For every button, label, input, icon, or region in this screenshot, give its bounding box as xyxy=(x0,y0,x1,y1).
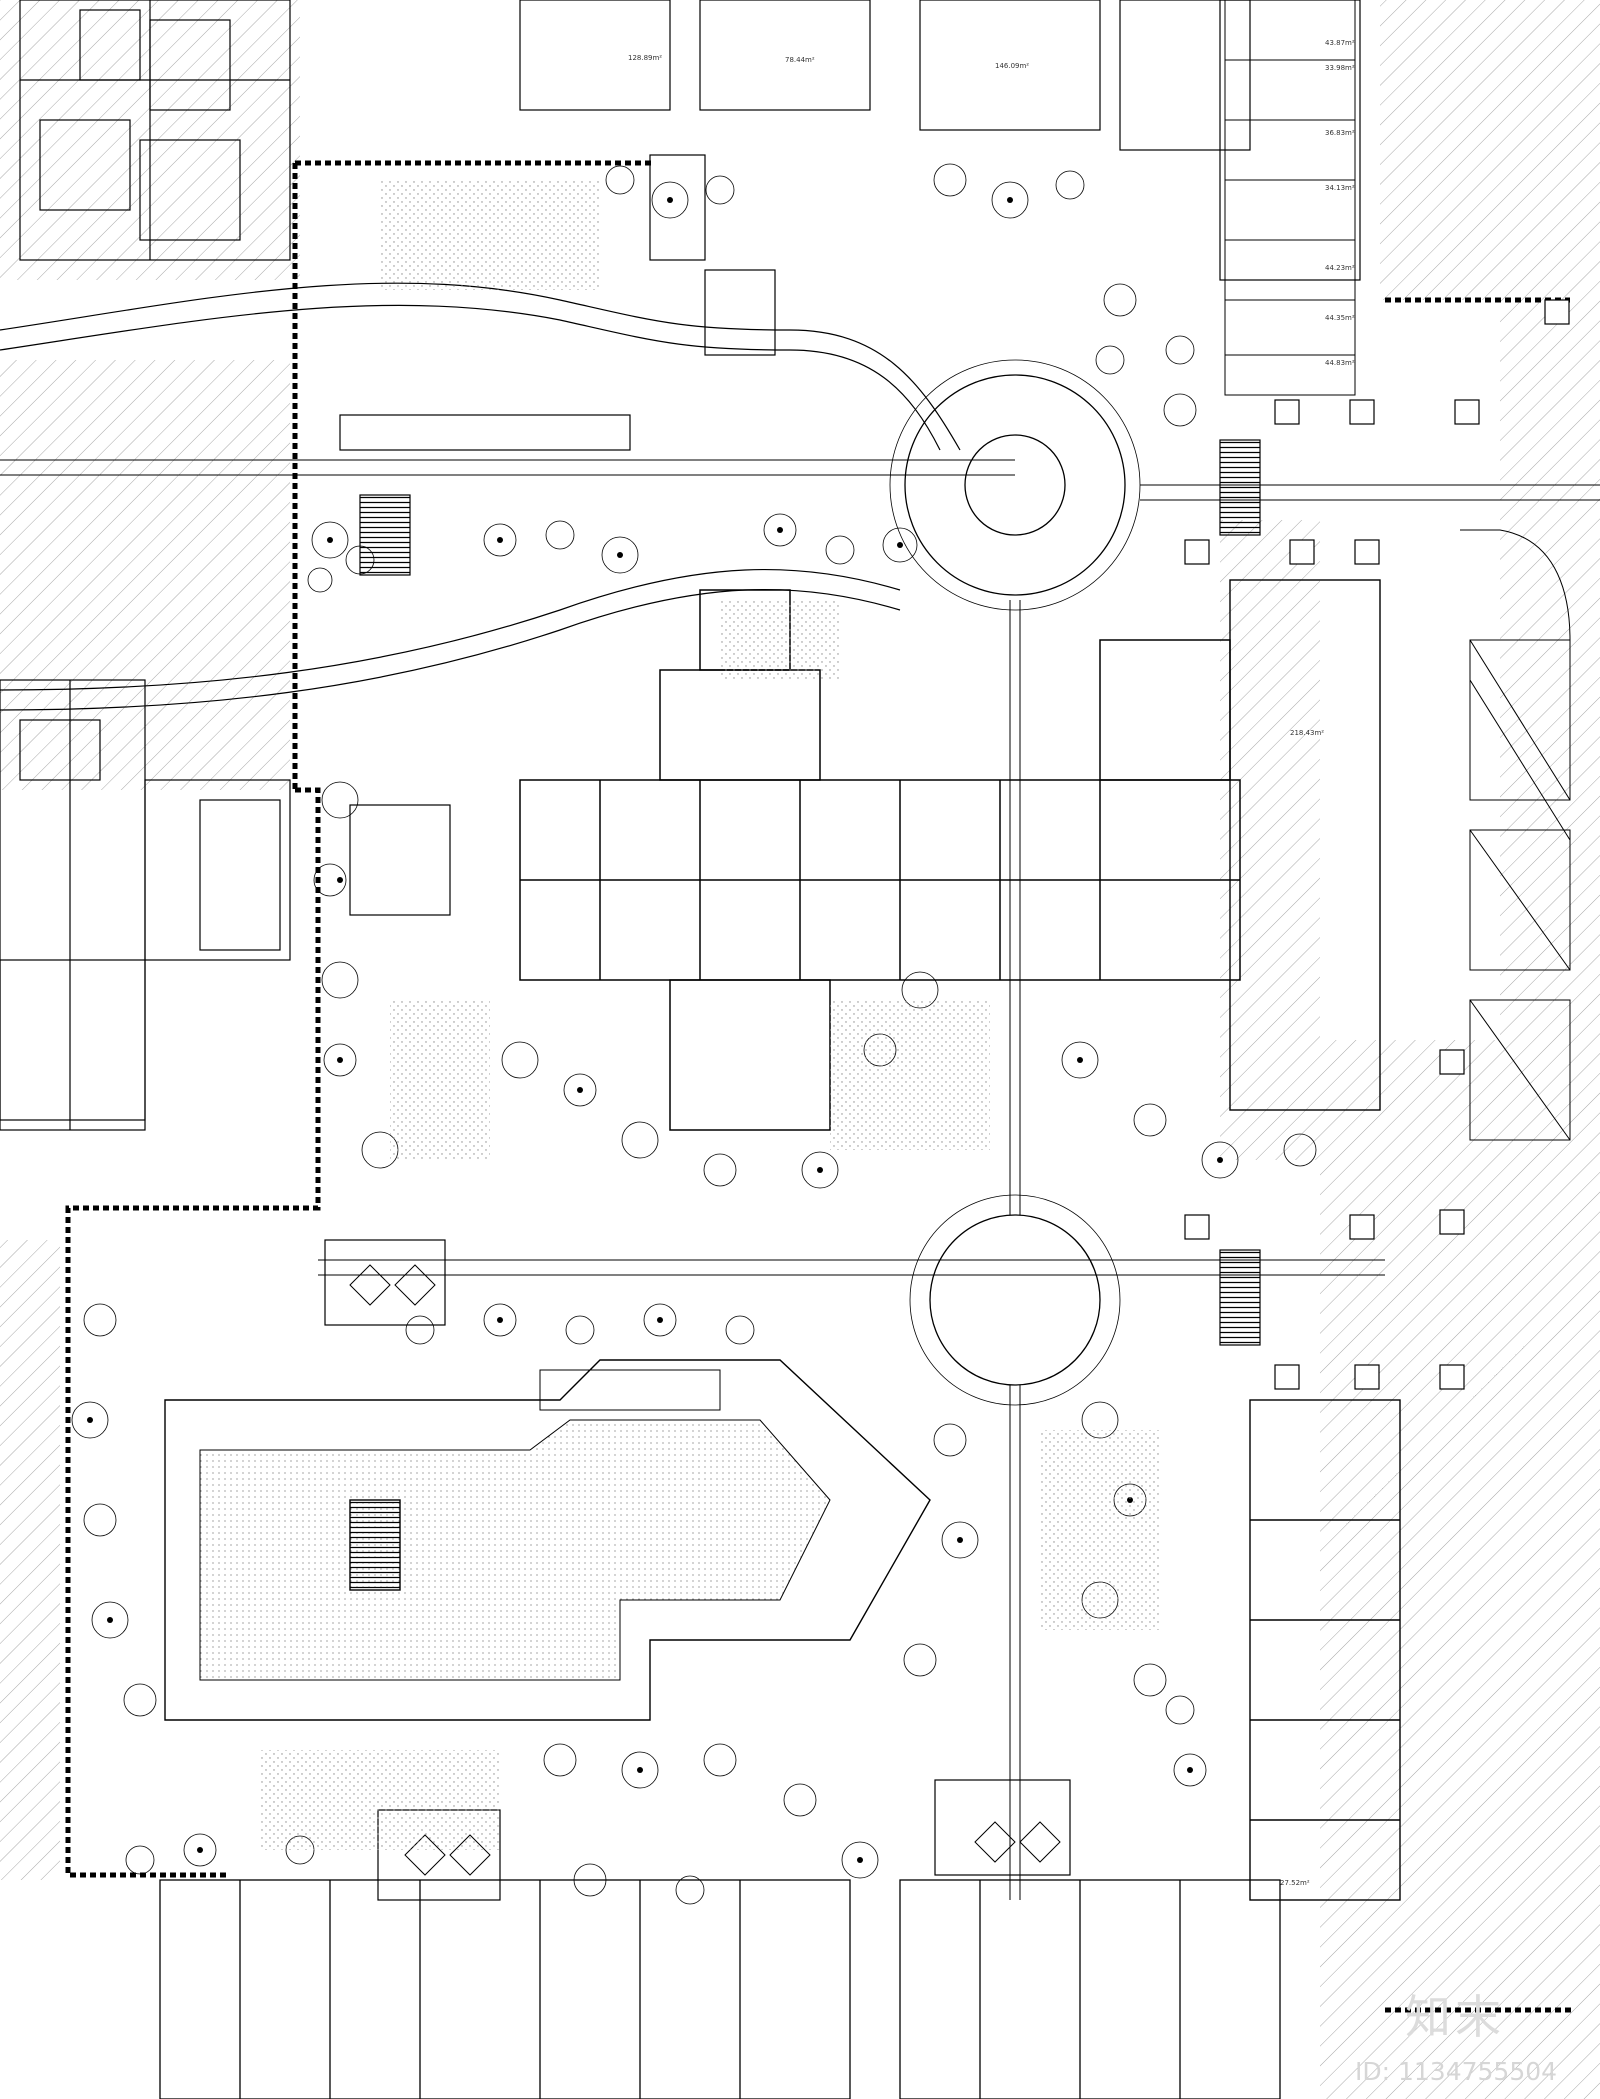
unit-label: 44.83m² xyxy=(1325,359,1355,367)
shop-row-northeast xyxy=(1224,0,1356,396)
lawn-areas xyxy=(260,180,1160,1850)
parking-bays-east xyxy=(1460,529,1571,1141)
unit-label: 34.13m² xyxy=(1325,184,1355,192)
pool-garden xyxy=(164,1359,931,1721)
planting-trees xyxy=(71,163,1317,1905)
building-strip-south xyxy=(159,1879,1281,2099)
room-label: 218.43m² xyxy=(1290,729,1324,737)
column-markers xyxy=(1184,299,1570,1390)
unit-label: 43.87m² xyxy=(1325,39,1355,47)
building-block-northwest xyxy=(19,0,1361,281)
unit-label: 33.98m² xyxy=(1325,64,1355,72)
stairs-and-plazas xyxy=(324,154,1261,1901)
image-id-label: ID: 1134755504 xyxy=(1355,2057,1558,2086)
unit-label: 44.35m² xyxy=(1325,314,1355,322)
roundabout-central xyxy=(909,1194,1121,1406)
unit-label: 27.52m² xyxy=(1280,1879,1310,1887)
pathways xyxy=(0,459,1600,1900)
room-label: 78.44m² xyxy=(785,56,815,64)
unit-label: 36.83m² xyxy=(1325,129,1355,137)
room-label: 128.89m² xyxy=(628,54,662,62)
watermark-logo: 知末 xyxy=(1405,1990,1505,2044)
room-label: 146.09m² xyxy=(995,62,1029,70)
unit-area-labels: 43.87m² 33.98m² 36.83m² 34.13m² 44.23m² … xyxy=(1280,39,1355,1887)
commercial-block-east xyxy=(1229,579,1401,1901)
site-boundary xyxy=(65,160,1575,2013)
unit-label: 44.23m² xyxy=(1325,264,1355,272)
planting-shrubs xyxy=(87,197,1223,1863)
building-block-west xyxy=(0,679,291,1131)
roundabout-north xyxy=(889,359,1141,611)
room-area-labels: 128.89m² 78.44m² 146.09m² 218.43m² xyxy=(628,54,1324,737)
